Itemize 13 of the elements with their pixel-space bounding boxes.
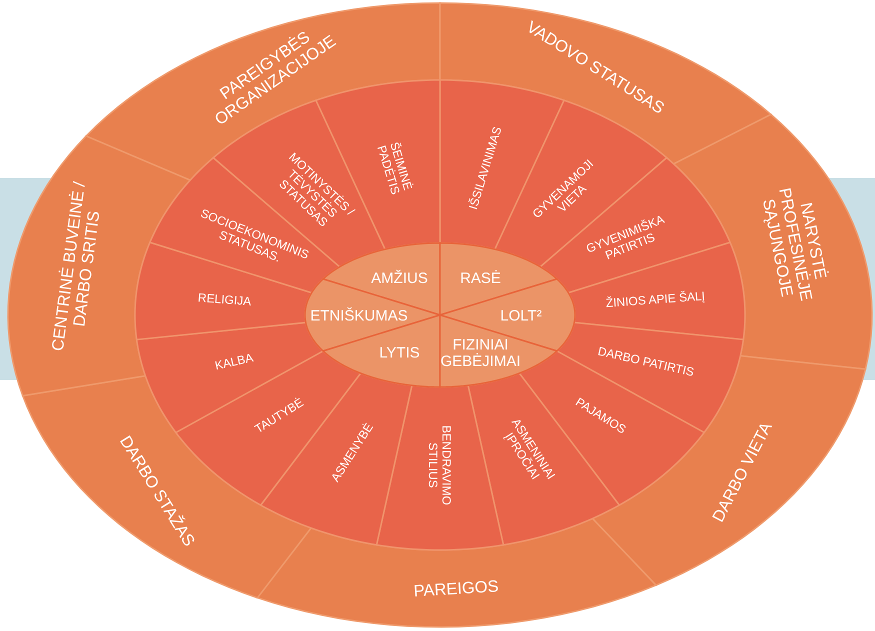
segment-label: CENTRINĖ BUVEINĖ / DARBO SRITIS bbox=[48, 180, 104, 352]
segment-label: PAREIGOS bbox=[413, 578, 500, 600]
segment-label: LYTIS bbox=[379, 344, 420, 362]
segment-label: AMŽIUS bbox=[371, 270, 428, 287]
segment-label: BENDRAVIMO STILIUS bbox=[426, 425, 454, 506]
segment-label: FIZINIAI GEBĖJIMAI bbox=[440, 336, 521, 370]
segment-label: ŽINIOS APIE ŠALĮ bbox=[605, 288, 706, 310]
segment-label: DARBO PATIRTIS bbox=[596, 344, 696, 380]
segment-label: LOLT² bbox=[500, 307, 542, 324]
segment-label: ETNIŠKUMAS bbox=[310, 307, 408, 324]
segment-label: RELIGIJA bbox=[197, 290, 252, 308]
segment-label: RASĖ bbox=[460, 270, 501, 287]
segment-label: KALBA bbox=[214, 350, 254, 373]
